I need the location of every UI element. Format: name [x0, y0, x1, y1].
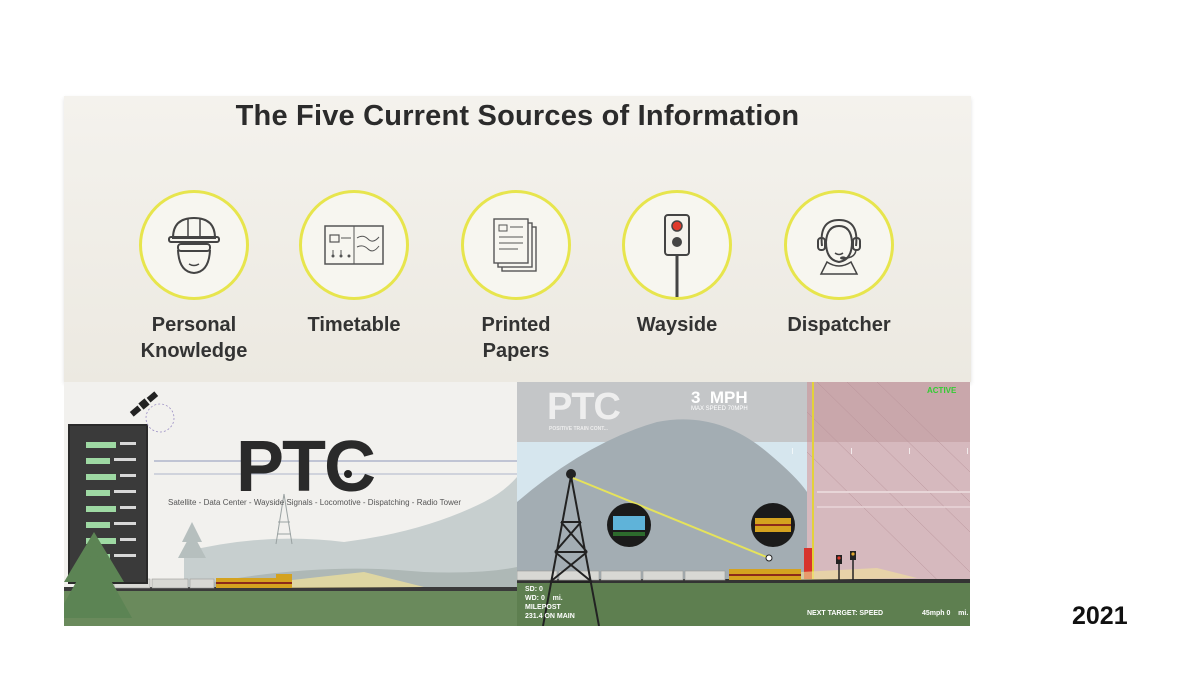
source-ring [299, 190, 409, 300]
papers-icon [493, 218, 537, 272]
wayside-signal-icon [836, 551, 856, 580]
source-label: Timetable [307, 314, 401, 336]
source-ring [622, 190, 732, 300]
ptc-subtitle: Satellite - Data Center - Wayside Signal… [168, 498, 462, 507]
source-dispatcher: Dispatcher [769, 190, 909, 338]
source-personal-knowledge: Personal Knowledge [124, 190, 264, 364]
locomotive-icon [216, 574, 292, 588]
next-target-label: NEXT TARGET: SPEED [807, 610, 884, 617]
target-value: 45mph 0 mi. [922, 610, 969, 617]
source-label: Printed Papers [481, 314, 551, 362]
ptc-overview-panel: PTC Satellite - Data Center - Wayside Si… [64, 382, 517, 626]
source-timetable: Timetable [284, 190, 424, 338]
ptc-logo: PTC [547, 386, 621, 428]
headset-person-icon [817, 218, 861, 275]
source-label: Wayside [636, 314, 718, 336]
source-printed-papers: Printed Papers [446, 190, 586, 364]
hud-readouts: SD: 0 WD: 0 mi. MILEPOST 231.4 ON MAIN [525, 586, 575, 620]
radio-tower-icon [542, 475, 600, 626]
ptc-active-status: ACTIVE [927, 386, 957, 395]
year-label: 2021 [1072, 602, 1128, 630]
speed-readout: 3 MPH [691, 388, 748, 407]
ptc-simulation-panel: PTC POSITIVE TRAIN CONT... 3 MPH MAX SPE… [517, 382, 970, 626]
ptc-overview-scene [64, 391, 517, 626]
locomotive-icon [729, 569, 801, 580]
source-label: Dispatcher [787, 314, 891, 336]
ptc-title: PTC [236, 427, 376, 507]
locomotive-bubble [751, 503, 795, 547]
panel-title: The Five Current Sources of Information [235, 100, 800, 132]
source-ring [139, 190, 249, 300]
source-wayside: Wayside [607, 190, 747, 338]
satellite-icon [129, 391, 159, 417]
source-ring [784, 190, 894, 300]
hardhat-person-icon [168, 216, 220, 275]
display-bubble [607, 503, 651, 547]
signal-icon [664, 214, 690, 297]
info-sources-panel: The Five Current Sources of Information … [64, 96, 971, 382]
source-ring [461, 190, 571, 300]
timetable-icon [324, 225, 384, 265]
ptc-logo-subtitle: POSITIVE TRAIN CONT... [549, 426, 608, 432]
ptc-simulation-scene [517, 382, 970, 626]
source-label: Personal Knowledge [140, 314, 248, 362]
max-speed-label: MAX SPEED 70MPH [691, 406, 748, 412]
